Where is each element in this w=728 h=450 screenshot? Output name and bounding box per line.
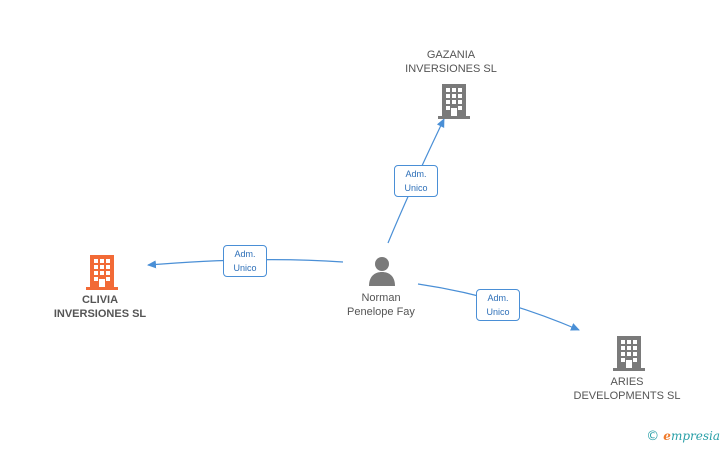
relation-role-detail: Unico bbox=[486, 307, 510, 317]
brand-name: mpresia bbox=[670, 429, 720, 443]
building-icon[interactable] bbox=[437, 83, 471, 119]
relation-role: Adm. bbox=[487, 293, 509, 303]
company-name-line2: INVERSIONES SL bbox=[405, 63, 497, 75]
person-name-line1: Norman bbox=[361, 292, 401, 304]
building-icon-highlighted[interactable] bbox=[85, 254, 119, 290]
copyright-symbol: © bbox=[646, 429, 660, 444]
brand-logo-letter: e bbox=[663, 429, 671, 443]
relation-label-clivia: Adm. Unico bbox=[223, 245, 267, 277]
relation-role: Adm. bbox=[234, 249, 256, 259]
building-icon[interactable] bbox=[612, 335, 646, 371]
person-name-line2: Penelope Fay bbox=[347, 306, 415, 318]
company-name-line1: GAZANIA bbox=[426, 49, 476, 61]
person-icon[interactable] bbox=[366, 255, 398, 287]
relation-role-detail: Unico bbox=[404, 183, 428, 193]
company-label-gazania[interactable]: GAZANIA INVERSIONES SL bbox=[371, 48, 531, 76]
relation-role: Adm. bbox=[405, 169, 427, 179]
company-label-aries[interactable]: ARIES DEVELOPMENTS SL bbox=[547, 375, 707, 403]
relation-label-gazania: Adm. Unico bbox=[394, 165, 438, 197]
relation-label-aries: Adm. Unico bbox=[476, 289, 520, 321]
relation-role-detail: Unico bbox=[233, 263, 257, 273]
company-name-line1: ARIES bbox=[610, 376, 644, 388]
person-label[interactable]: Norman Penelope Fay bbox=[301, 291, 461, 319]
company-name-line2: INVERSIONES SL bbox=[53, 308, 147, 320]
company-name-line1: CLIVIA bbox=[81, 294, 119, 306]
company-name-line2: DEVELOPMENTS SL bbox=[573, 390, 681, 402]
company-label-clivia[interactable]: CLIVIA INVERSIONES SL bbox=[20, 293, 180, 321]
brand-watermark: ©empresia bbox=[646, 429, 720, 444]
